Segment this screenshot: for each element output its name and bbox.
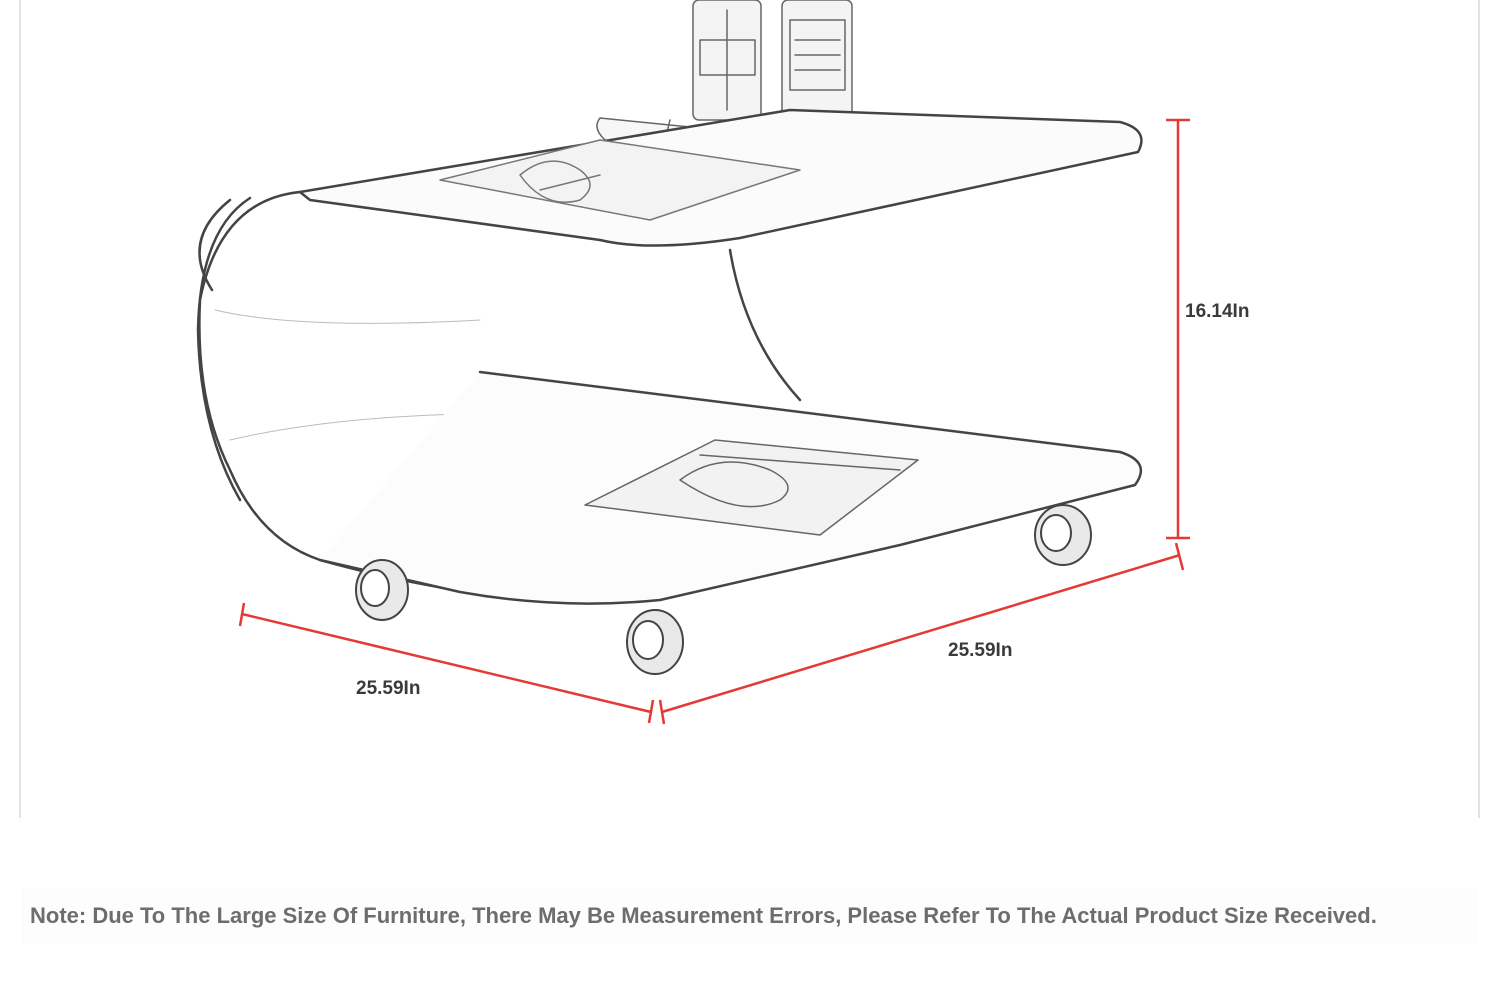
width-dimension-line [658, 542, 1185, 725]
depth-dimension-line [238, 602, 655, 724]
casters [355, 504, 1092, 675]
measurement-note: Note: Due To The Large Size Of Furniture… [22, 888, 1478, 944]
depth-label: 25.59In [356, 678, 421, 699]
product-image-frame [19, 0, 1480, 818]
height-dimension-line [1166, 118, 1190, 540]
magazine-bottom [584, 439, 919, 536]
width-label: 25.59In [948, 640, 1013, 661]
magazine-top [439, 139, 801, 221]
height-label: 16.14In [1185, 301, 1250, 322]
acrylic-side-table-sketch [196, 0, 1190, 725]
